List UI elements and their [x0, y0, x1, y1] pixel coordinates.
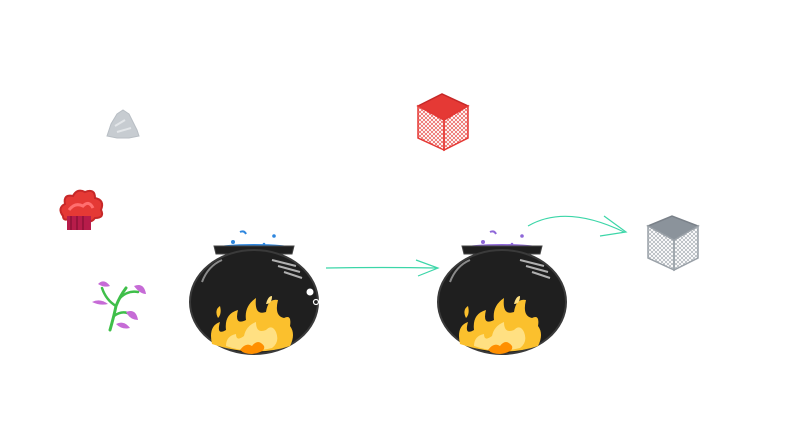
red-cube-icon[interactable] [414, 90, 472, 152]
purple-herb-icon[interactable] [90, 276, 150, 336]
arrow-icon [526, 210, 630, 242]
bubble-icon [231, 230, 276, 246]
arrow-icon [324, 256, 444, 280]
gray-cube-icon[interactable] [644, 212, 702, 272]
cauldron-blue[interactable] [186, 226, 322, 366]
fire-icon [459, 296, 541, 354]
cauldron-purple[interactable] [434, 226, 570, 366]
fire-icon [211, 296, 293, 354]
gray-rock-icon[interactable] [103, 108, 141, 140]
red-flower-icon[interactable] [55, 186, 107, 232]
bubble-icon [481, 230, 524, 246]
